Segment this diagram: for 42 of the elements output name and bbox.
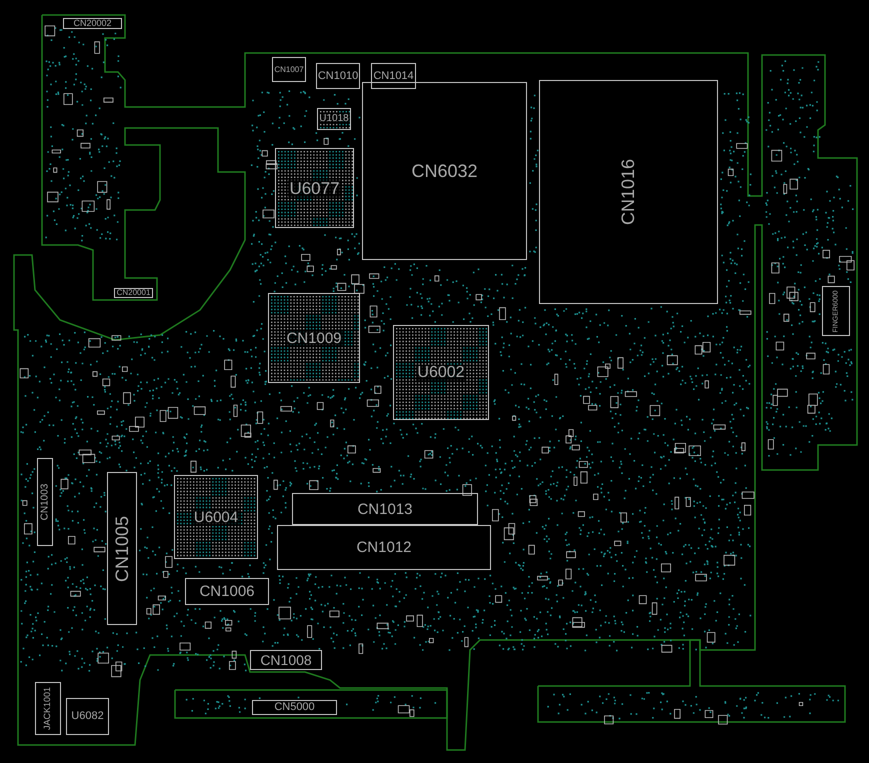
component-label: CN20002 <box>72 19 113 28</box>
component-label: CN1006 <box>198 584 256 599</box>
component-label: CN1014 <box>372 70 415 82</box>
component-outline <box>37 458 53 546</box>
component-outline <box>250 650 322 670</box>
component-outline <box>822 286 850 336</box>
component-outline <box>174 475 258 559</box>
component-label: JACK1001 <box>44 686 52 732</box>
component-label: U6082 <box>70 711 105 722</box>
component-label: U6004 <box>192 510 240 524</box>
component-outline <box>539 80 718 304</box>
component-outline <box>362 82 527 260</box>
component-label: CN1009 <box>285 330 343 346</box>
component-outline <box>272 57 306 82</box>
component-outline <box>393 325 489 420</box>
component-label: CN6032 <box>410 162 479 180</box>
component-label: U1018 <box>318 114 350 124</box>
component-outline <box>35 682 61 735</box>
component-label: CN1007 <box>273 66 305 74</box>
component-outline <box>371 63 416 89</box>
component-label: CN1012 <box>355 540 413 555</box>
component-outline <box>63 18 122 29</box>
component-outline <box>317 108 351 130</box>
component-label: CN1013 <box>356 502 414 516</box>
component-outline <box>292 493 478 525</box>
component-label: CN1003 <box>40 482 50 522</box>
component-label: CN1010 <box>316 70 360 82</box>
component-outline <box>185 578 269 605</box>
component-label: CN1005 <box>113 514 131 583</box>
component-label: CN1016 <box>620 158 638 226</box>
component-label: CN20001 <box>116 289 152 297</box>
component-outline <box>277 525 491 570</box>
component-label: U6002 <box>416 364 466 380</box>
component-outline <box>252 700 337 715</box>
component-outline <box>66 698 109 735</box>
component-outline <box>107 472 137 625</box>
component-outline <box>316 63 360 89</box>
component-label: CN1008 <box>259 653 313 667</box>
component-outline <box>275 148 354 228</box>
component-label: U6077 <box>288 180 341 196</box>
component-label: CN5000 <box>273 702 316 713</box>
component-outline <box>268 293 360 383</box>
